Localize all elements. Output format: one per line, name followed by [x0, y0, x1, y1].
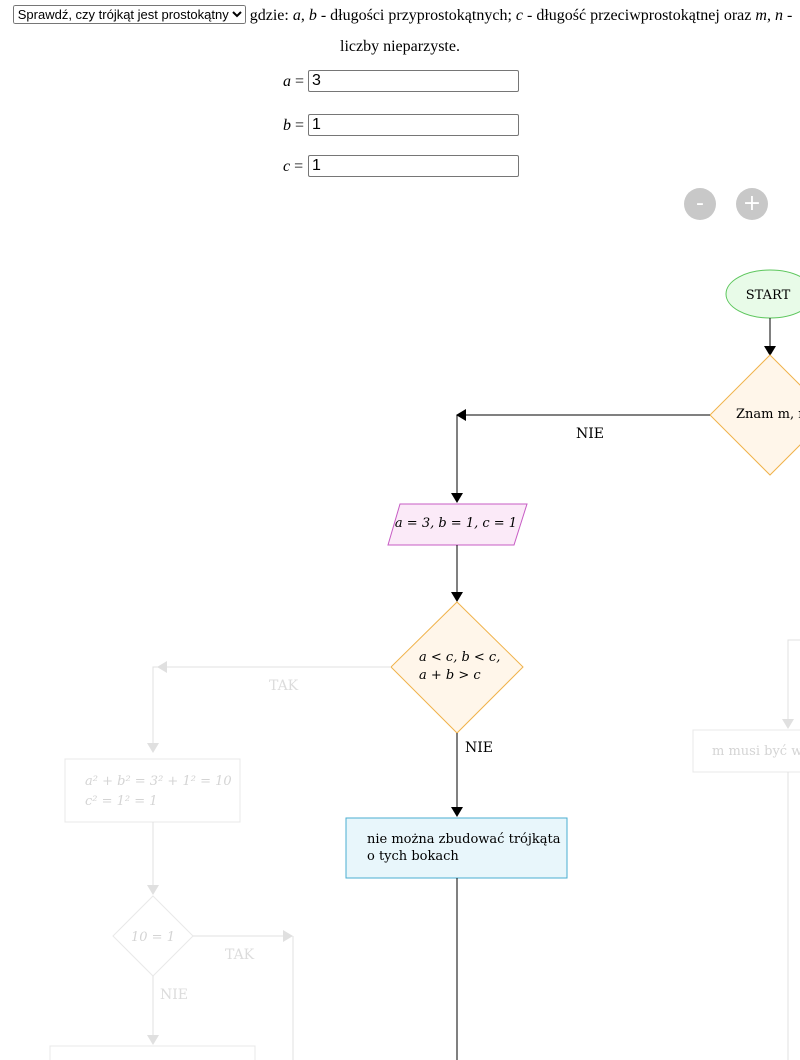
faded-right-label: m musi być wi	[712, 744, 800, 759]
edge-no-label-1: NIE	[576, 426, 604, 442]
edge-yes-label-1: TAK	[269, 678, 299, 694]
edge-yes-label-2: TAK	[225, 947, 255, 963]
result-cannot-node	[345, 817, 568, 879]
decision-triangle-line2: a + b > c	[419, 668, 481, 683]
field-row-b: b =	[283, 114, 519, 138]
input-c[interactable]	[308, 155, 519, 177]
sep-2: ,	[766, 7, 771, 24]
result-cannot-line2: o tych bokach	[367, 849, 459, 864]
decision-triangle-line1: a < c, b < c,	[419, 650, 500, 665]
text-dash: -	[786, 7, 793, 24]
text-gdzie: gdzie:	[249, 7, 289, 24]
equals-a: =	[295, 73, 305, 90]
var-b: b	[308, 7, 317, 24]
input-a[interactable]	[308, 70, 519, 92]
mode-select[interactable]: Sprawdź, czy trójkąt jest prostokątny	[12, 5, 246, 24]
decision-known-node	[709, 354, 800, 476]
label-c: c	[283, 158, 291, 175]
label-a: a	[283, 73, 291, 90]
equals-b: =	[295, 117, 305, 134]
var-a: a	[292, 7, 301, 24]
edge-no-label-3: NIE	[160, 987, 188, 1003]
zoom-out-button[interactable]: -	[684, 188, 716, 220]
field-row-c: c =	[283, 155, 519, 179]
field-row-a: a =	[283, 70, 519, 94]
label-b: b	[283, 117, 291, 134]
var-c: c	[515, 7, 524, 24]
faded-compute-line2: c² = 1² = 1	[85, 794, 158, 809]
input-values-label: a = 3, b = 1, c = 1	[395, 516, 517, 531]
decision-known-label: Znam m, n	[736, 407, 800, 422]
edge-right-branch	[782, 639, 800, 729]
sep-1: ,	[300, 7, 305, 24]
faded-right-node	[692, 729, 800, 773]
problem-description: Sprawdź, czy trójkąt jest prostokątny gd…	[0, 0, 800, 68]
equals-c: =	[294, 158, 304, 175]
input-values-node	[387, 503, 528, 546]
faded-compute-node	[64, 758, 241, 823]
text-legs: - długości przyprostokątnych;	[320, 7, 512, 24]
start-label: START	[746, 288, 791, 303]
text-hypotenuse: - długość przeciwprostokątnej oraz	[527, 7, 752, 24]
text-odd: liczby nieparzyste.	[340, 38, 460, 55]
input-b[interactable]	[308, 114, 519, 136]
faded-bottom-node	[49, 1045, 256, 1060]
faded-decision-label: 10 = 1	[131, 930, 175, 945]
edge-no-label-2: NIE	[465, 740, 493, 756]
result-cannot-line1: nie można zbudować trójkąta	[367, 832, 561, 847]
zoom-in-button[interactable]: +	[736, 188, 768, 220]
faded-compute-line1: a² + b² = 3² + 1² = 10	[85, 774, 232, 789]
var-n: n	[774, 7, 783, 24]
var-m: m	[755, 7, 767, 24]
